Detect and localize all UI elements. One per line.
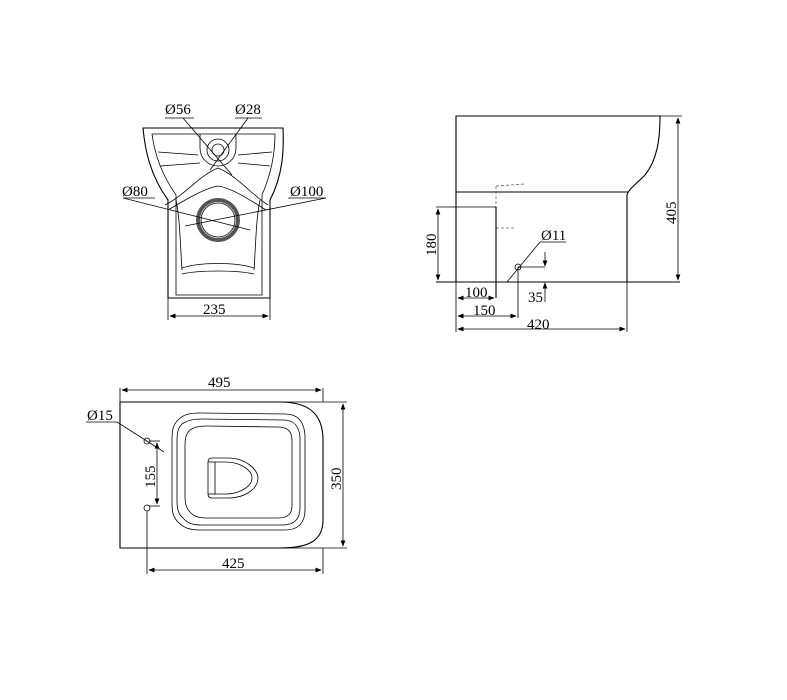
label-width: 350: [329, 468, 345, 491]
label-outlet-inner: Ø28: [235, 102, 261, 118]
label-front-width: 235: [203, 302, 226, 318]
label-hole-to-front: 425: [222, 556, 245, 572]
top-view: [86, 387, 347, 574]
label-dim-100: 100: [465, 285, 488, 301]
label-inlet-outer: Ø100: [290, 184, 323, 200]
label-dim-150: 150: [473, 303, 496, 319]
label-depth: 420: [527, 317, 550, 333]
label-hole-spacing: 155: [143, 466, 159, 489]
front-view: [122, 117, 327, 320]
label-hole-diameter: Ø11: [541, 228, 566, 244]
label-fixing-hole: Ø15: [87, 408, 113, 424]
label-length: 495: [208, 375, 231, 391]
label-hole-offset: 35: [528, 290, 543, 306]
side-view: [435, 115, 682, 332]
label-outlet-outer: Ø56: [165, 102, 191, 118]
label-inlet-height: 180: [424, 234, 440, 257]
label-inlet-inner: Ø80: [122, 184, 148, 200]
label-height: 405: [664, 202, 680, 225]
